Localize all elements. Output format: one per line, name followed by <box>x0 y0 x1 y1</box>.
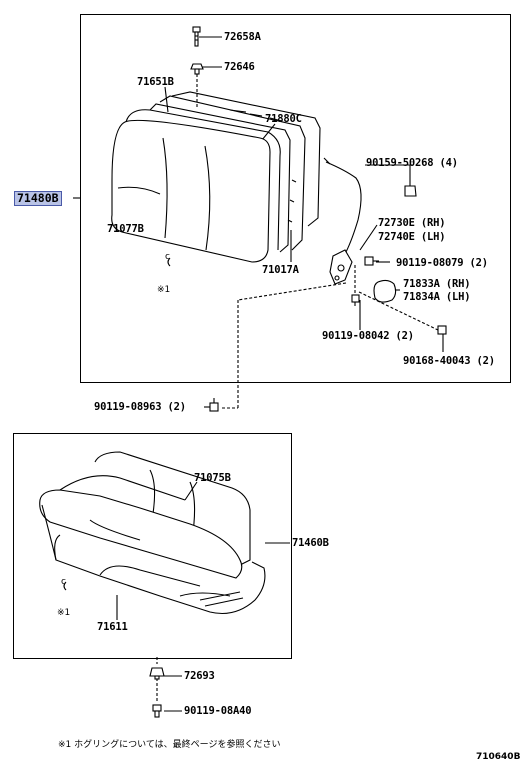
bolt-90119-08a40-icon <box>152 704 162 718</box>
part-label-71833a[interactable]: 71833A (RH) <box>403 278 471 290</box>
bolt-72658a-icon <box>192 26 201 47</box>
hog-ring-ref-lower: ※1 <box>57 608 71 618</box>
part-label-72658a[interactable]: 72658A <box>224 31 261 43</box>
release-cable-icon <box>325 161 362 253</box>
bolt-90119-08963-icon <box>209 398 219 412</box>
part-label-90119-08042[interactable]: 90119-08042 (2) <box>322 330 414 342</box>
part-label-90119-08963[interactable]: 90119-08963 (2) <box>94 401 186 413</box>
part-label-71075b[interactable]: 71075B <box>194 472 231 484</box>
part-label-72740e[interactable]: 72740E (LH) <box>378 231 446 243</box>
clip-72693-icon <box>149 667 165 680</box>
hog-ring-ref-upper: ※1 <box>157 285 171 295</box>
part-label-90119-08079[interactable]: 90119-08079 (2) <box>396 257 488 269</box>
part-label-72730e[interactable]: 72730E (RH) <box>378 217 446 229</box>
bolt-90119-08079-icon <box>364 256 379 266</box>
hog-ring-mark-lower: c <box>61 577 66 587</box>
part-label-90119-08a40[interactable]: 90119-08A40 <box>184 705 252 717</box>
diagram-code: 710640B <box>476 752 521 762</box>
rear-bench-seat-icon <box>39 451 266 615</box>
part-label-90159-50268[interactable]: 90159-50268 (4) <box>366 157 458 169</box>
part-label-71880c[interactable]: 71880C <box>265 113 302 125</box>
bolt-90168-40043-icon <box>437 325 447 335</box>
part-label-90168-40043[interactable]: 90168-40043 (2) <box>403 355 495 367</box>
hog-ring-mark-upper: c <box>165 252 170 262</box>
lower-assembly-frame <box>13 433 292 659</box>
seatback-cushion-icon <box>111 109 281 263</box>
part-label-71460b[interactable]: 71460B <box>292 537 329 549</box>
part-label-72646[interactable]: 72646 <box>224 61 255 73</box>
part-label-71651b[interactable]: 71651B <box>137 76 174 88</box>
part-label-71611[interactable]: 71611 <box>97 621 128 633</box>
bolt-90119-08042-icon <box>351 294 360 306</box>
hog-ring-footnote: ※1 ホグリングについては、最終ページを参照ください <box>58 740 281 750</box>
upper-assembly-frame <box>80 14 511 383</box>
clip-72646-icon <box>190 63 204 75</box>
part-label-71834a[interactable]: 71834A (LH) <box>403 291 471 303</box>
part-label-72693[interactable]: 72693 <box>184 670 215 682</box>
part-label-71017a[interactable]: 71017A <box>262 264 299 276</box>
part-label-71077b[interactable]: 71077B <box>107 223 144 235</box>
hinge-cover-icon <box>373 279 397 303</box>
release-bracket-icon <box>329 249 353 285</box>
seatback-frame-icon <box>149 91 321 253</box>
assembly-part-label-71480b[interactable]: 71480B <box>14 191 62 206</box>
